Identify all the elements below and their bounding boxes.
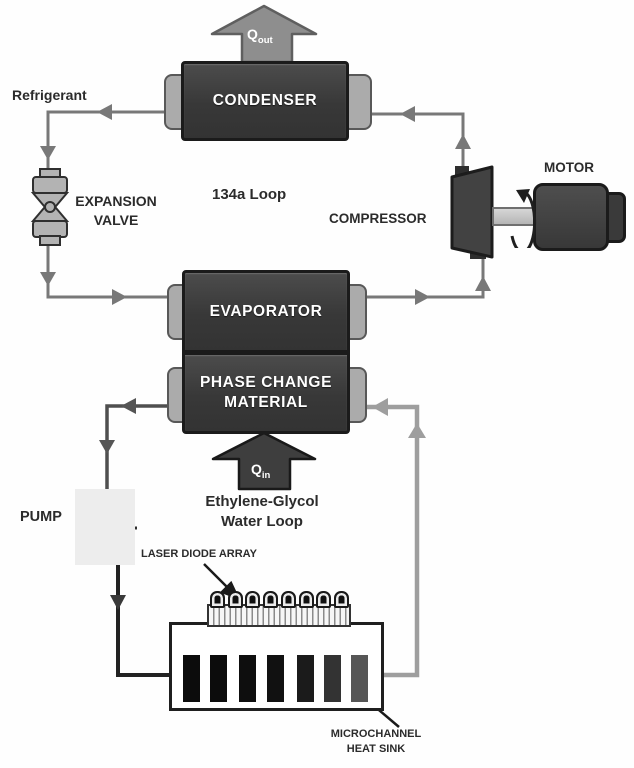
glycol-black-line: [116, 560, 169, 677]
glycol-feed-arrowheads: [99, 398, 136, 454]
evaporator-label: EVAPORATOR: [209, 302, 323, 320]
evaporator-box: EVAPORATOR: [182, 270, 350, 353]
compressor-icon: [450, 165, 494, 259]
eg-loop-label-line1: Ethylene-Glycol: [205, 493, 319, 510]
heat-sink-channel: [297, 655, 314, 702]
condenser-label: CONDENSER: [212, 92, 318, 109]
loop-134a-label: 134a Loop: [212, 186, 287, 203]
pump-label: PUMP: [20, 509, 62, 525]
refrigerant-loop-arrowheads: [40, 104, 491, 305]
refrigerant-label: Refrigerant: [12, 87, 87, 103]
eg-loop-label-line2: Water Loop: [221, 513, 303, 530]
pcm-box: PHASE CHANGE MATERIAL: [182, 352, 350, 434]
qin-label: Qin: [251, 461, 271, 481]
expansion-valve-label-line1: EXPANSION: [75, 193, 157, 209]
glycol-feed-lines: [105, 404, 176, 521]
pump-backdrop: [75, 489, 135, 565]
laser-diode: [316, 591, 332, 608]
heat-sink-channel: [239, 655, 256, 702]
heat-sink-channel: [210, 655, 227, 702]
laser-diode: [333, 591, 349, 608]
motor-label: MOTOR: [544, 160, 594, 175]
laser-diode: [263, 591, 279, 608]
condenser-box: CONDENSER: [181, 61, 349, 141]
glycol-return-line: [361, 404, 420, 678]
glycol-down-arrowhead: [110, 595, 126, 610]
microchannel-label-line2: HEAT SINK: [346, 743, 406, 755]
motor-body: [533, 183, 609, 251]
laser-diode-array-label: LASER DIODE ARRAY: [141, 548, 257, 560]
compressor-label: COMPRESSOR: [329, 211, 427, 226]
laser-diode: [227, 591, 243, 608]
heat-sink-channel: [324, 655, 341, 702]
expansion-valve-label-line2: VALVE: [93, 212, 139, 228]
expansion-valve-icon: [30, 168, 70, 246]
heat-sink-box: [169, 622, 384, 711]
rotation-arrow-icon: [510, 189, 537, 248]
heat-sink-channel: [267, 655, 284, 702]
qin-arrow: [211, 431, 317, 491]
pcm-label-line1: PHASE CHANGE: [199, 374, 333, 391]
laser-diode: [210, 591, 225, 608]
microchannel-label-line1: MICROCHANNEL: [330, 728, 422, 740]
glycol-return-arrowheads: [372, 398, 426, 438]
laser-diode-array-base: [207, 604, 351, 627]
heat-sink-channel: [183, 655, 200, 702]
laser-diode: [280, 591, 296, 608]
heat-sink-channel: [351, 655, 368, 702]
laser-diode: [245, 591, 261, 608]
laser-diode: [298, 591, 314, 608]
qout-label: Qout: [247, 26, 273, 46]
pcm-label-line2: MATERIAL: [224, 394, 308, 411]
